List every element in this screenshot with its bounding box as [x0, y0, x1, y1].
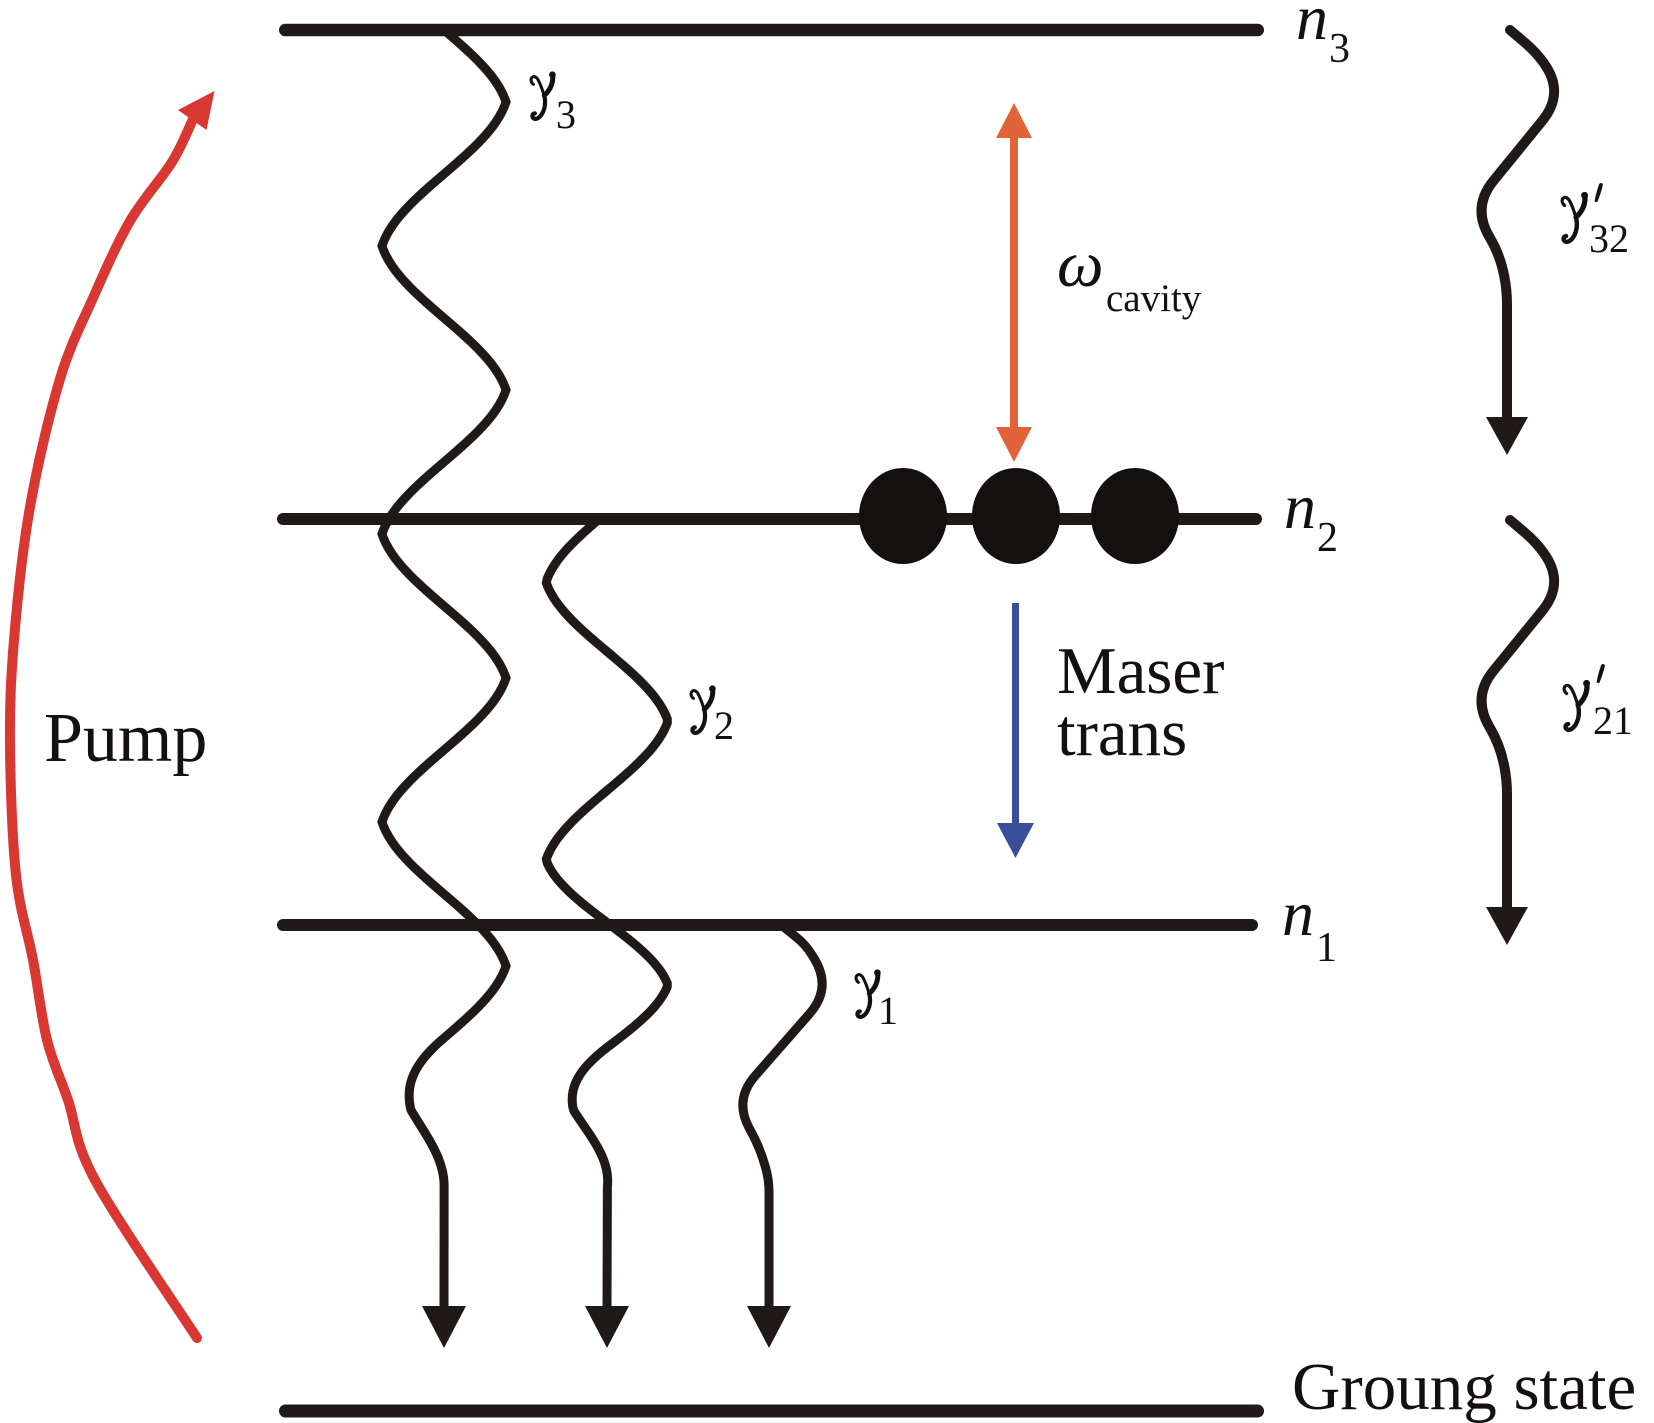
- svg-text:2: 2: [1317, 515, 1338, 561]
- svg-text:Pump: Pump: [44, 700, 207, 777]
- svg-text:2: 2: [714, 703, 734, 748]
- svg-text:cavity: cavity: [1106, 277, 1202, 320]
- svg-text:1: 1: [878, 988, 898, 1033]
- svg-text:n: n: [1296, 0, 1328, 53]
- svg-text:ω: ω: [1057, 228, 1104, 301]
- svg-text:1: 1: [1316, 925, 1337, 971]
- svg-text:21: 21: [1593, 698, 1633, 743]
- svg-text:Groung state: Groung state: [1292, 1350, 1636, 1423]
- svg-text:n: n: [1284, 471, 1316, 542]
- svg-text:Maser: Maser: [1057, 634, 1224, 708]
- svg-text:n: n: [1282, 878, 1314, 949]
- svg-text:trans: trans: [1057, 696, 1187, 770]
- svg-text:3: 3: [1329, 26, 1350, 72]
- svg-text:3: 3: [556, 92, 576, 137]
- svg-text:32: 32: [1589, 216, 1629, 261]
